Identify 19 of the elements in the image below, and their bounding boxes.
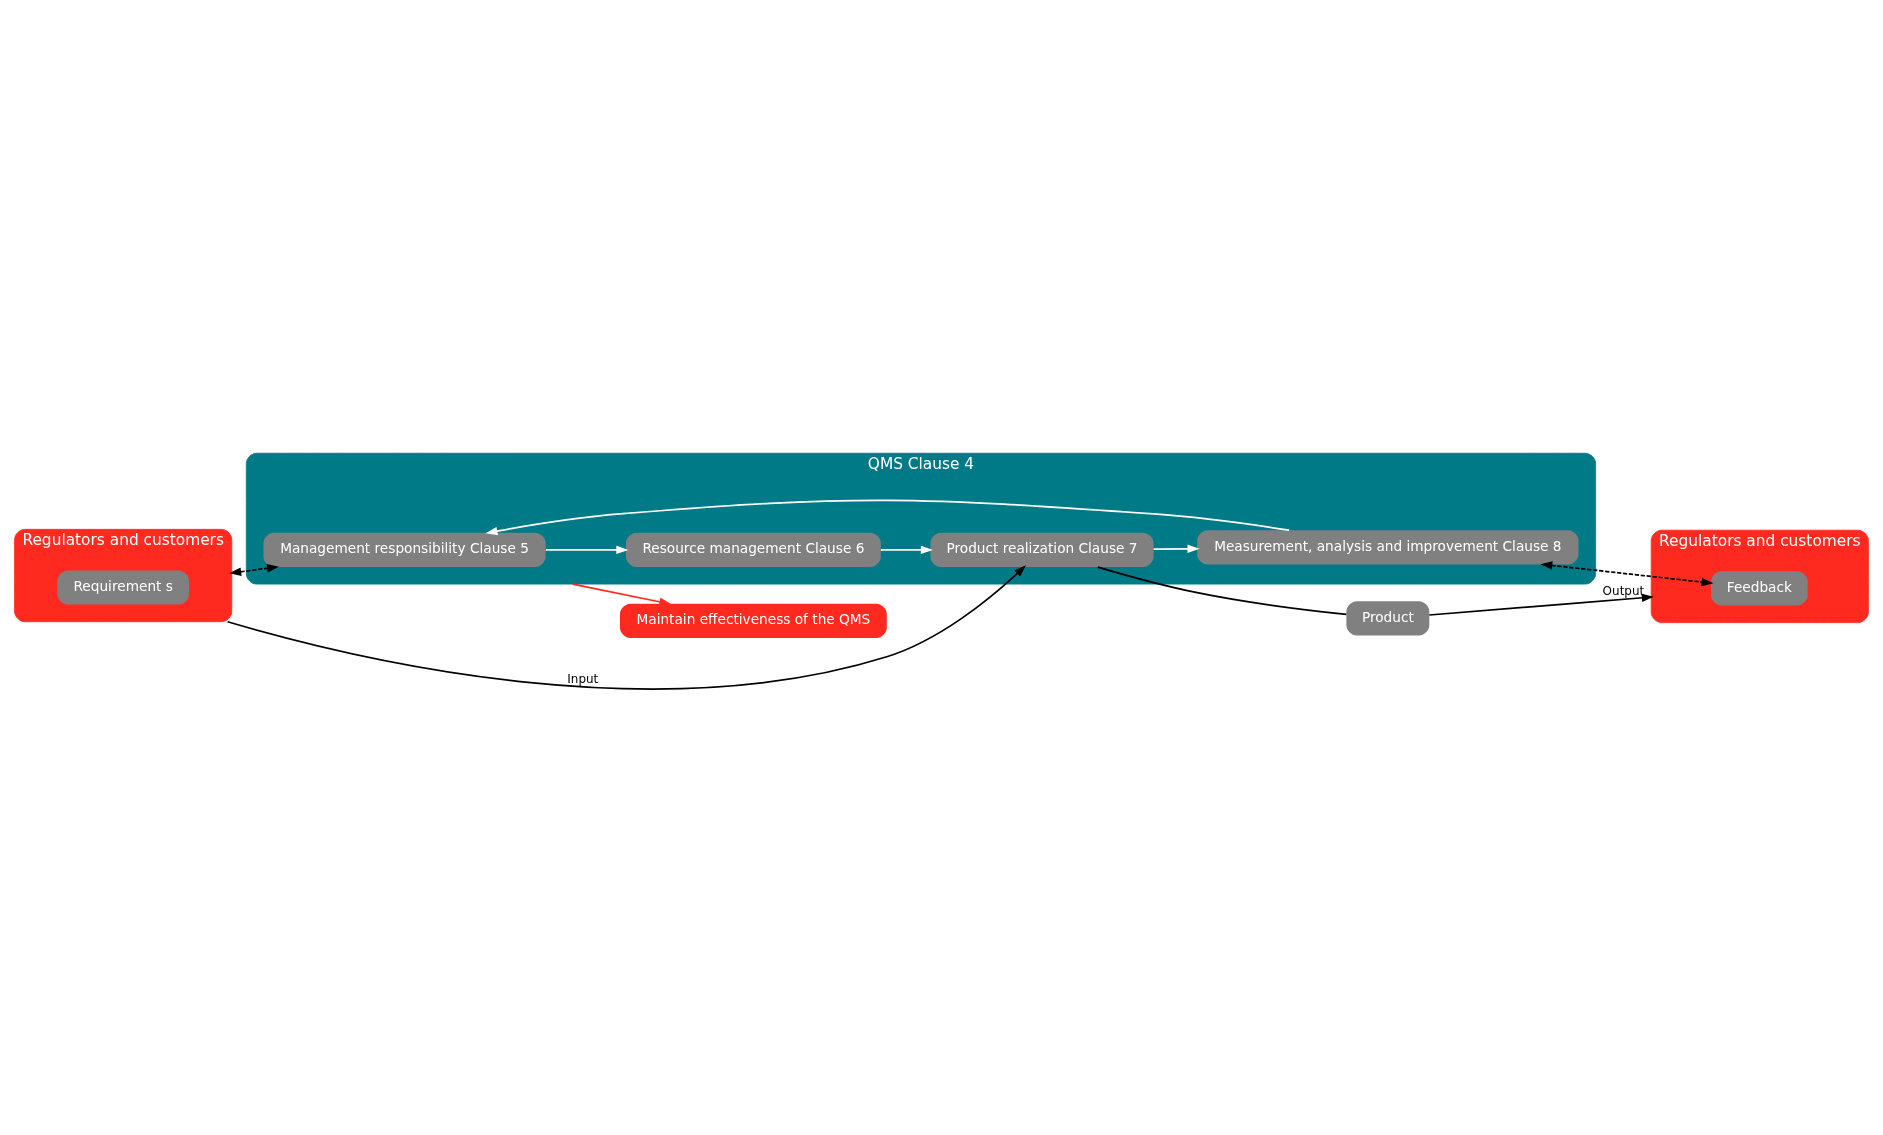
node-box: Product (1346, 600, 1430, 635)
arrow (1540, 560, 1714, 586)
node-box: Requirement s (57, 569, 190, 605)
node-box: Maintain effectiveness of the QMS (620, 603, 887, 638)
node-box: Resource management Clause 6 (626, 532, 881, 567)
arrow (571, 582, 672, 606)
arrow (226, 564, 1026, 690)
arrow (1152, 544, 1200, 553)
node-box: Measurement, analysis and improvement Clause 8 (1197, 529, 1579, 564)
arrow (485, 498, 1290, 535)
edge-label: Output (1602, 583, 1645, 598)
node-box: Feedback (1711, 570, 1808, 605)
node-box: Management responsibility Clause 5 (263, 532, 546, 567)
arrow (544, 545, 629, 554)
arrow (229, 563, 279, 576)
edge-label: Input (567, 671, 599, 686)
node-box: Product realization Clause 7 (930, 532, 1154, 567)
arrow (1428, 593, 1654, 616)
arrow (880, 545, 933, 554)
